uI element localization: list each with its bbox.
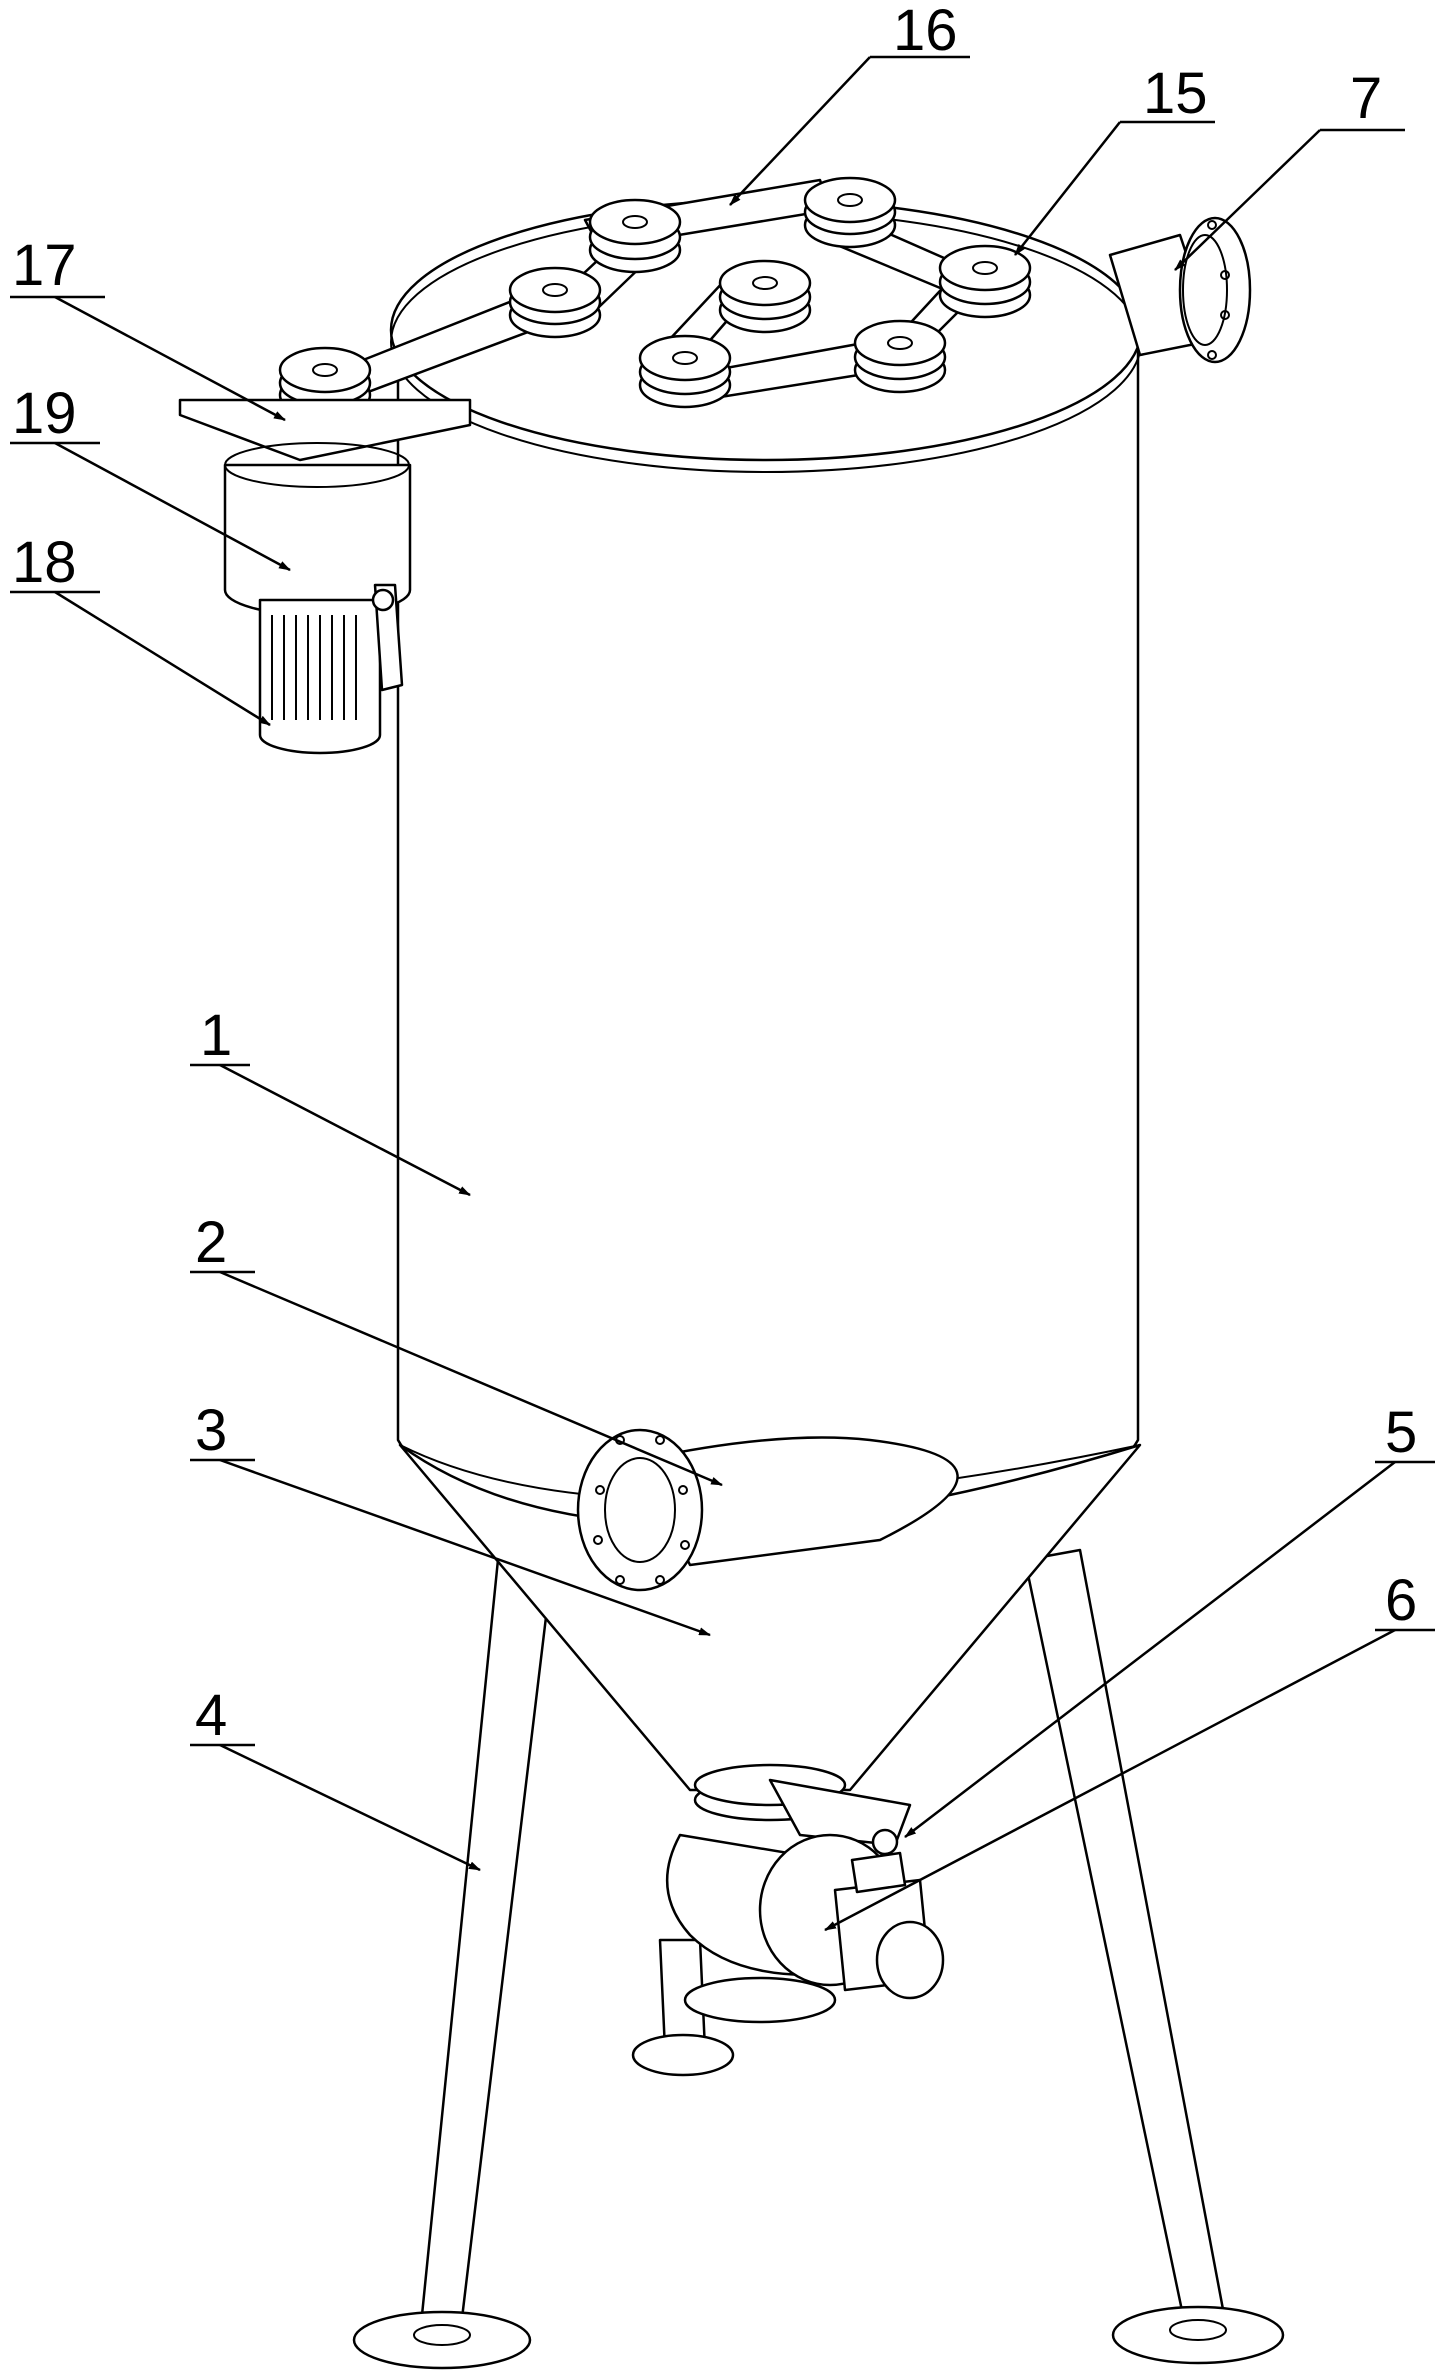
callout-label-7: 7 bbox=[1350, 66, 1382, 131]
callout-label-3: 3 bbox=[195, 1398, 227, 1463]
callout-label-19: 19 bbox=[12, 381, 77, 446]
callout-label-2: 2 bbox=[195, 1210, 227, 1275]
callout-label-1: 1 bbox=[200, 1003, 232, 1068]
callout-label-5: 5 bbox=[1385, 1400, 1417, 1465]
discharge-assembly bbox=[665, 1763, 945, 2024]
vessel-body bbox=[396, 348, 1142, 1792]
belt-drive bbox=[278, 176, 1032, 419]
callout-label-4: 4 bbox=[195, 1683, 227, 1748]
callout-labels: 16 15 7 17 19 18 1 2 3 5 6 4 bbox=[12, 0, 1417, 1748]
outlet-pipe bbox=[1108, 216, 1252, 364]
callout-label-16: 16 bbox=[893, 0, 958, 63]
leg-left bbox=[352, 1488, 562, 2370]
leg-rear bbox=[631, 1938, 735, 2077]
callout-label-15: 15 bbox=[1143, 61, 1208, 126]
callout-leaders bbox=[10, 55, 1435, 1932]
callout-label-17: 17 bbox=[12, 233, 77, 298]
side-inlet bbox=[576, 1428, 959, 1592]
callout-label-18: 18 bbox=[12, 530, 77, 595]
callout-label-6: 6 bbox=[1385, 1568, 1417, 1633]
leg-right bbox=[1023, 1548, 1285, 2365]
motor-assembly bbox=[178, 398, 472, 755]
